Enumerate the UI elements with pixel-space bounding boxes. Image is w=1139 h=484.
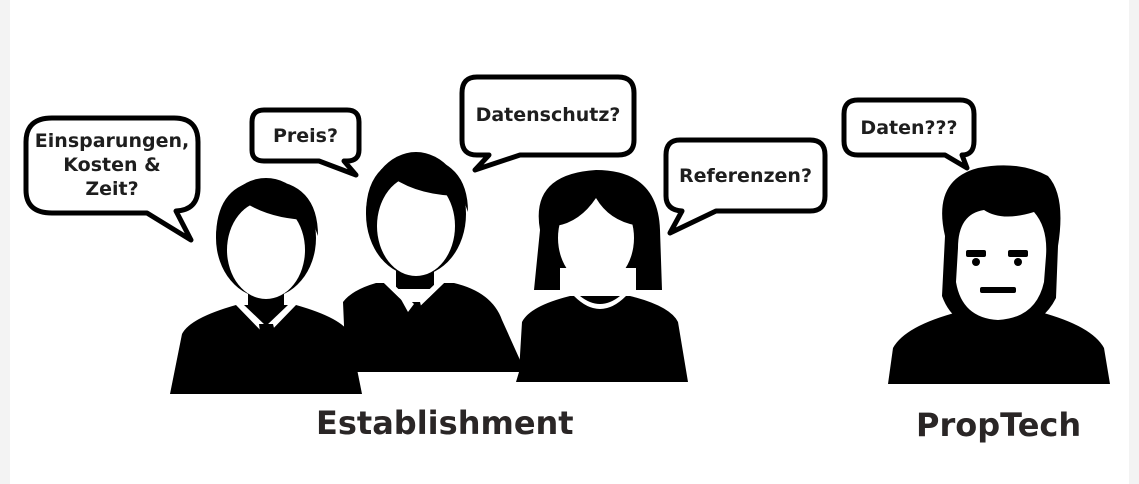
speech-bubble-icon: [663, 137, 828, 236]
businessman-icon: [343, 152, 520, 372]
bubble-references-text: Referenzen?: [679, 165, 812, 187]
speech-bubble-icon: [249, 107, 362, 178]
bubble-price-text: Preis?: [272, 125, 339, 147]
businesswoman-icon: [516, 170, 688, 382]
frowning-person-icon: [888, 165, 1110, 384]
businessman-icon: [170, 178, 362, 394]
bubble-data-text: Daten???: [860, 117, 958, 139]
bubble-privacy-text: Datenschutz?: [475, 104, 621, 126]
establishment-label: Establishment: [316, 404, 574, 442]
bubble-savings-line: Einsparungen,: [34, 130, 190, 152]
bubble-savings-line: Kosten &: [63, 154, 161, 176]
speech-bubble-icon: [459, 74, 637, 173]
proptech-label: PropTech: [916, 406, 1082, 444]
speech-bubble-icon: [841, 97, 977, 171]
bubble-savings-line: Zeit?: [85, 178, 139, 200]
bubble-savings-text: Einsparungen, Kosten & Zeit?: [26, 129, 198, 201]
speech-bubble-icon: [23, 115, 201, 243]
